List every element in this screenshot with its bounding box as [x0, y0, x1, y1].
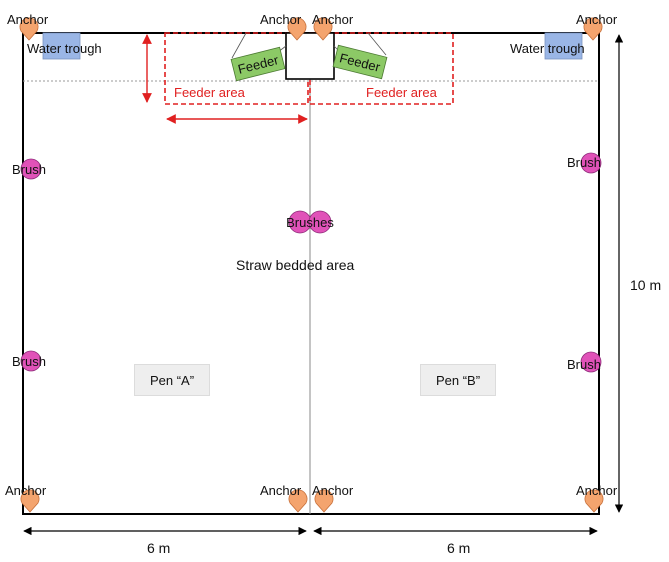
- feeder-right-chute-top: [367, 32, 387, 56]
- water-trough-left-label: Water trough: [27, 41, 102, 56]
- svg-text:Brush: Brush: [567, 155, 601, 170]
- width-right-label: 6 m: [447, 540, 470, 556]
- brush-left-top: Brush: [12, 158, 46, 180]
- anchor-top-center-left: Anchor: [260, 12, 307, 41]
- anchor-top-center-right: Anchor: [312, 12, 354, 41]
- anchor-top-left: Anchor: [7, 12, 49, 41]
- pen-boundary: [22, 32, 600, 515]
- svg-text:Anchor: Anchor: [312, 12, 354, 27]
- svg-text:Anchor: Anchor: [576, 483, 618, 498]
- svg-text:Anchor: Anchor: [260, 12, 302, 27]
- svg-text:Anchor: Anchor: [260, 483, 302, 498]
- straw-bedded-area-label: Straw bedded area: [236, 257, 355, 273]
- brush-right-top: Brush: [567, 152, 602, 174]
- anchor-bottom-right: Anchor: [576, 483, 618, 513]
- feeder-area-right-label: Feeder area: [366, 85, 438, 100]
- anchor-bottom-center-right: Anchor: [312, 483, 354, 513]
- feeder-unit: [285, 32, 335, 80]
- svg-text:Anchor: Anchor: [5, 483, 47, 498]
- svg-text:Brush: Brush: [12, 162, 46, 177]
- pen-a-label: Pen “A”: [134, 364, 210, 396]
- svg-text:Anchor: Anchor: [7, 12, 49, 27]
- anchor-bottom-center-left: Anchor: [260, 483, 308, 513]
- height-label: 10 m: [630, 277, 661, 293]
- svg-text:Brushes: Brushes: [286, 215, 334, 230]
- feeder-area-left-label: Feeder area: [174, 85, 246, 100]
- water-trough-left: [42, 32, 81, 60]
- pen-b-label: Pen “B”: [420, 364, 496, 396]
- brush-left-bottom: Brush: [12, 350, 46, 372]
- brushes-center: Brushes: [286, 210, 334, 234]
- water-trough-right-label: Water trough: [510, 41, 585, 56]
- feeder-left: Feeder: [230, 46, 286, 82]
- brush-right-bottom: Brush: [567, 351, 602, 373]
- water-trough-right: [544, 32, 583, 60]
- svg-text:Anchor: Anchor: [576, 12, 618, 27]
- svg-text:Brush: Brush: [567, 357, 601, 372]
- feeder-left-chute-top: [231, 32, 247, 59]
- anchor-top-right: Anchor: [576, 12, 618, 41]
- anchor-bottom-left: Anchor: [5, 483, 47, 513]
- width-left-label: 6 m: [147, 540, 170, 556]
- feeder-right: Feeder: [332, 44, 388, 80]
- svg-text:Brush: Brush: [12, 354, 46, 369]
- svg-text:Anchor: Anchor: [312, 483, 354, 498]
